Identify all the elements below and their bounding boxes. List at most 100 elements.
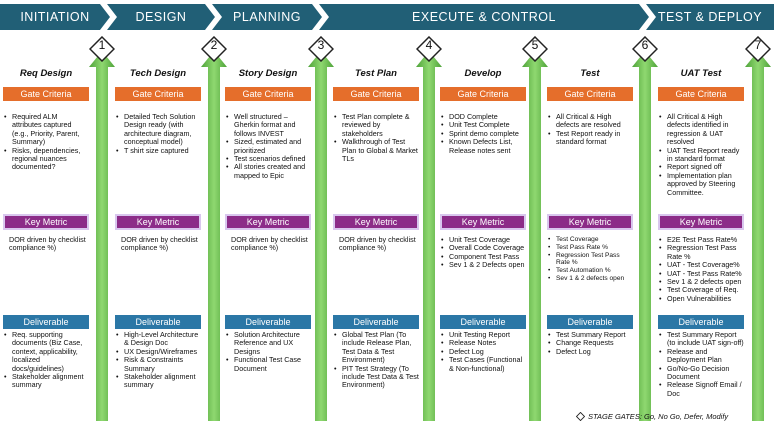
list-item: Unit Test Coverage	[440, 235, 526, 245]
list-item: Functional Test Case Document	[225, 356, 311, 373]
list-item: Well structured – Gherkin format and fol…	[225, 112, 311, 138]
list-item: Implementation plan approved by Steering…	[658, 171, 744, 197]
list-item: Risks, dependencies, regional nuances do…	[3, 146, 89, 172]
key-metric-text: DOR driven by checklist compliance %)	[339, 235, 416, 253]
list-item: Defect Log	[440, 347, 526, 357]
gate-diamond-icon	[745, 36, 771, 62]
gate-criteria-list: Detailed Tech Solution Design ready (wit…	[115, 112, 201, 156]
list-item: All Critical & High defects identified i…	[658, 112, 744, 147]
list-item: Test Cases (Functional & Non-functional)	[440, 356, 526, 373]
list-item: Stakeholder alignment summary	[3, 372, 89, 390]
key-metric-header: Key Metric	[547, 214, 633, 230]
list-item: All stories created and mapped to Epic	[225, 163, 311, 180]
list-item: All Critical & High defects are resolved	[547, 112, 633, 130]
list-item: Test Pass Rate %	[547, 244, 633, 252]
gate-criteria-header: Gate Criteria	[115, 87, 201, 101]
gate-criteria-header: Gate Criteria	[547, 87, 633, 101]
list-item: Test Summary Report	[547, 330, 633, 340]
list-item: Global Test Plan (To include Release Pla…	[333, 330, 419, 365]
key-metric-header: Key Metric	[225, 214, 311, 230]
gate-number: 3	[317, 38, 325, 52]
list-item: Regression Test Pass Rate %	[658, 244, 744, 261]
phase-banner: INITIATION DESIGN PLANNING EXECUTE & CON…	[0, 4, 774, 30]
list-item: Unit Test Complete	[440, 120, 526, 130]
stage-title: Req Design	[19, 68, 73, 79]
gate-arrow-4	[416, 51, 442, 421]
list-item: Sev 1 & 2 defects open	[547, 275, 633, 283]
phase-initiation: INITIATION	[0, 4, 110, 30]
list-item: Stakeholder alignment summary	[115, 372, 201, 390]
key-metric-text: DOR driven by checklist compliance %)	[9, 235, 86, 253]
deliverable-list: Solution Architecture Reference and UX D…	[225, 330, 311, 373]
list-item: Sev 1 & 2 defects open	[658, 277, 744, 287]
phase-execute-control: EXECUTE & CONTROL	[319, 4, 649, 30]
gate-criteria-list: Test Plan complete & reviewed by stakeho…	[333, 112, 419, 163]
gate-criteria-header: Gate Criteria	[333, 87, 419, 101]
list-item: Detailed Tech Solution Design ready (wit…	[115, 112, 201, 147]
list-item: Test Coverage of Req.	[658, 286, 744, 296]
key-metric-list: Test Coverage Test Pass Rate % Regressio…	[547, 236, 633, 283]
list-item: Defect Log	[547, 347, 633, 357]
list-item: PIT Test Strategy (To include Test Data …	[333, 364, 419, 390]
deliverable-header: Deliverable	[3, 315, 89, 329]
gate-criteria-header: Gate Criteria	[658, 87, 744, 101]
list-item: DOD Complete	[440, 112, 526, 122]
list-item: Test Report ready in standard format	[547, 129, 633, 147]
gate-diamond-icon	[308, 36, 334, 62]
list-item: Req. supporting documents (Biz Case, con…	[3, 330, 89, 373]
gate-number: 2	[210, 38, 218, 52]
gate-diamond-icon	[89, 36, 115, 62]
gate-number: 4	[425, 38, 433, 52]
list-item: Unit Testing Report	[440, 330, 526, 340]
gate-number: 6	[641, 38, 649, 52]
gate-arrow-2	[201, 51, 227, 421]
list-item: E2E Test Pass Rate%	[658, 235, 744, 245]
stage-title: Test	[580, 68, 600, 79]
stage-gate-diamond-icon	[576, 412, 585, 421]
deliverable-header: Deliverable	[225, 315, 311, 329]
gate-number: 5	[531, 38, 539, 52]
key-metric-header: Key Metric	[3, 214, 89, 230]
deliverable-header: Deliverable	[440, 315, 526, 329]
gate-criteria-list: DOD Complete Unit Test Complete Sprint d…	[440, 112, 526, 155]
key-metric-list: Unit Test Coverage Overall Code Coverage…	[440, 235, 526, 270]
deliverable-list: Unit Testing Report Release Notes Defect…	[440, 330, 526, 373]
key-metric-header: Key Metric	[658, 214, 744, 230]
list-item: Report signed off	[658, 163, 744, 173]
list-item: T shirt size captured	[115, 146, 201, 156]
list-item: Solution Architecture Reference and UX D…	[225, 330, 311, 356]
deliverable-header: Deliverable	[115, 315, 201, 329]
list-item: Test scenarios defined	[225, 154, 311, 164]
deliverable-header: Deliverable	[547, 315, 633, 329]
list-item: Test Automation %	[547, 267, 633, 275]
list-item: Regression Test Pass Rate %	[547, 252, 633, 268]
gate-diamond-icon	[632, 36, 658, 62]
deliverable-list: Global Test Plan (To include Release Pla…	[333, 330, 419, 390]
gate-criteria-header: Gate Criteria	[225, 87, 311, 101]
gate-criteria-header: Gate Criteria	[440, 87, 526, 101]
deliverable-list: Test Summary Report (to include UAT sign…	[658, 330, 744, 398]
phase-design: DESIGN	[107, 4, 215, 30]
gate-diamond-icon	[416, 36, 442, 62]
phase-test-deploy: TEST & DEPLOY	[646, 4, 774, 30]
list-item: Test Plan complete & reviewed by stakeho…	[333, 112, 419, 138]
gate-criteria-list: All Critical & High defects are resolved…	[547, 112, 633, 147]
deliverable-header: Deliverable	[658, 315, 744, 329]
list-item: Test Coverage	[547, 236, 633, 244]
gate-arrow-6	[632, 51, 658, 421]
list-item: Release and Deployment Plan	[658, 347, 744, 365]
stage-gates-legend: STAGE GATES: Go, No Go, Defer, Modify	[588, 412, 729, 421]
list-item: UAT - Test Coverage%	[658, 260, 744, 270]
list-item: Change Requests	[547, 338, 633, 348]
list-item: UX Design/Wireframes	[115, 347, 201, 357]
stage-title: Story Design	[238, 68, 298, 79]
list-item: Overall Code Coverage	[440, 243, 526, 253]
list-item: Known Defects List, Release notes sent	[440, 138, 526, 155]
list-item: Walkthrough of Test Plan to Global & Mar…	[333, 137, 419, 163]
list-item: Sized, estimated and prioritized	[225, 138, 311, 155]
gate-diamond-icon	[201, 36, 227, 62]
deliverable-list: High-Level Architecture & Design Doc UX …	[115, 330, 201, 390]
deliverable-header: Deliverable	[333, 315, 419, 329]
key-metric-text: DOR driven by checklist compliance %)	[231, 235, 308, 253]
gate-criteria-list: Required ALM attributes captured (e.g., …	[3, 112, 89, 172]
